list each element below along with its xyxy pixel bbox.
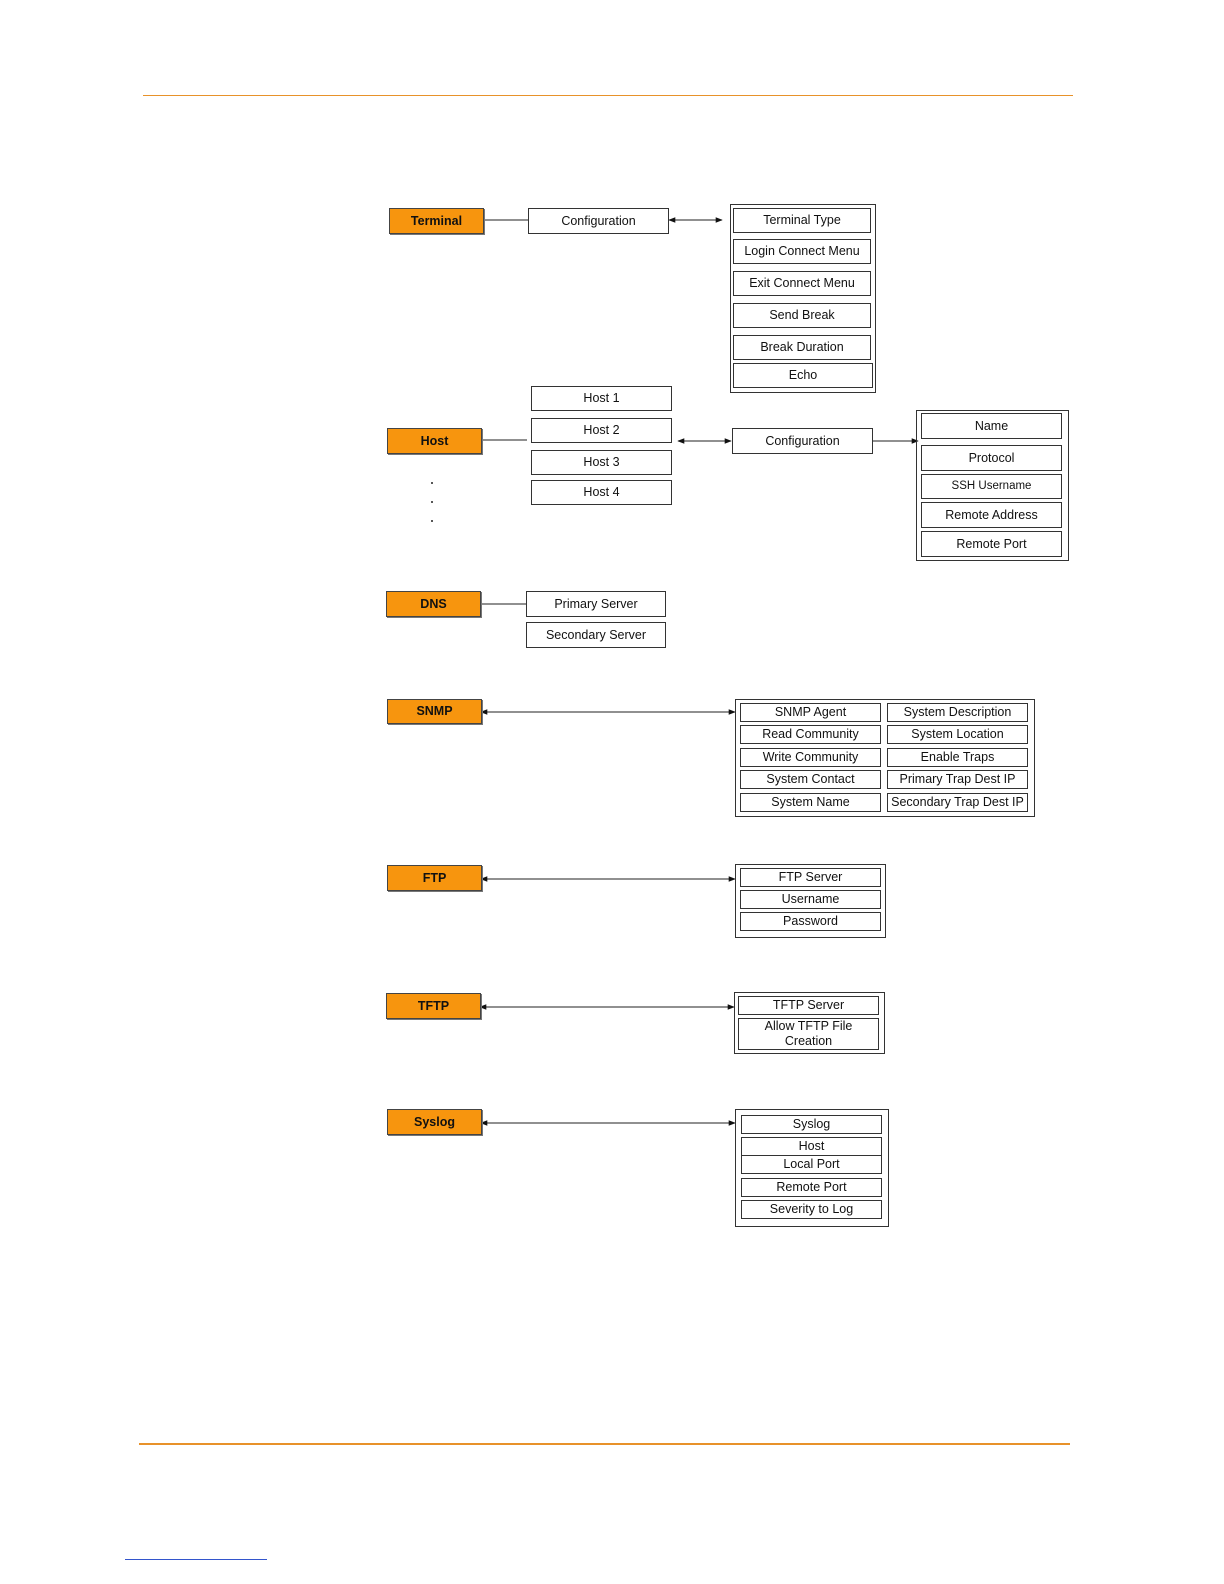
snmp-setting: SNMP Agent bbox=[740, 703, 881, 722]
snmp-setting: System Name bbox=[740, 793, 881, 812]
syslog-settings-group bbox=[735, 1109, 889, 1227]
snmp-setting: Write Community bbox=[740, 748, 881, 767]
dns-node: DNS bbox=[386, 591, 481, 617]
ftp-node: FTP bbox=[387, 865, 482, 891]
terminal-setting: Echo bbox=[733, 363, 873, 388]
footer-link-underline bbox=[125, 1559, 267, 1560]
footer-rule bbox=[139, 1443, 1070, 1445]
tftp-setting-label: Allow TFTP File Creation bbox=[764, 1019, 853, 1048]
terminal-setting: Exit Connect Menu bbox=[733, 271, 871, 296]
snmp-setting: Read Community bbox=[740, 725, 881, 744]
terminal-node: Terminal bbox=[389, 208, 484, 234]
host-setting: SSH Username bbox=[921, 474, 1062, 499]
ftp-settings-group bbox=[735, 864, 886, 938]
ftp-setting: Username bbox=[740, 890, 881, 909]
ellipsis-dot bbox=[431, 520, 433, 522]
host-instance: Host 3 bbox=[531, 450, 672, 475]
tftp-setting: TFTP Server bbox=[738, 996, 879, 1015]
ftp-setting: Password bbox=[740, 912, 881, 931]
terminal-settings-group bbox=[730, 204, 876, 393]
host-instance: Host 1 bbox=[531, 386, 672, 411]
host-settings-group bbox=[916, 410, 1069, 561]
host-setting: Name bbox=[921, 413, 1062, 439]
terminal-setting: Terminal Type bbox=[733, 208, 871, 233]
host-setting: Remote Port bbox=[921, 531, 1062, 557]
host-setting: Protocol bbox=[921, 445, 1062, 471]
dns-setting: Primary Server bbox=[526, 591, 666, 617]
snmp-settings-group bbox=[735, 699, 1035, 817]
tftp-settings-group bbox=[734, 992, 885, 1054]
syslog-setting: Host bbox=[741, 1137, 882, 1156]
terminal-setting: Login Connect Menu bbox=[733, 239, 871, 264]
tftp-node: TFTP bbox=[386, 993, 481, 1019]
terminal-setting: Break Duration bbox=[733, 335, 871, 360]
syslog-setting: Remote Port bbox=[741, 1178, 882, 1197]
syslog-setting: Local Port bbox=[741, 1155, 882, 1174]
snmp-setting: Secondary Trap Dest IP bbox=[887, 793, 1028, 812]
header-rule bbox=[143, 95, 1073, 96]
ftp-setting: FTP Server bbox=[740, 868, 881, 887]
snmp-setting: Enable Traps bbox=[887, 748, 1028, 767]
host-instance: Host 4 bbox=[531, 480, 672, 505]
host-setting: Remote Address bbox=[921, 502, 1062, 528]
snmp-setting: System Location bbox=[887, 725, 1028, 744]
syslog-setting: Syslog bbox=[741, 1115, 882, 1134]
syslog-node: Syslog bbox=[387, 1109, 482, 1135]
snmp-setting: System Contact bbox=[740, 770, 881, 789]
dns-setting: Secondary Server bbox=[526, 622, 666, 648]
host-node: Host bbox=[387, 428, 482, 454]
snmp-node: SNMP bbox=[387, 699, 482, 724]
terminal-configuration-node: Configuration bbox=[528, 208, 669, 234]
syslog-setting: Severity to Log bbox=[741, 1200, 882, 1219]
tftp-setting: Allow TFTP File Creation bbox=[738, 1018, 879, 1050]
ellipsis-dot bbox=[431, 482, 433, 484]
snmp-setting: System Description bbox=[887, 703, 1028, 722]
host-configuration-node: Configuration bbox=[732, 428, 873, 454]
terminal-setting: Send Break bbox=[733, 303, 871, 328]
snmp-setting: Primary Trap Dest IP bbox=[887, 770, 1028, 789]
ellipsis-dot bbox=[431, 501, 433, 503]
host-instance: Host 2 bbox=[531, 418, 672, 443]
